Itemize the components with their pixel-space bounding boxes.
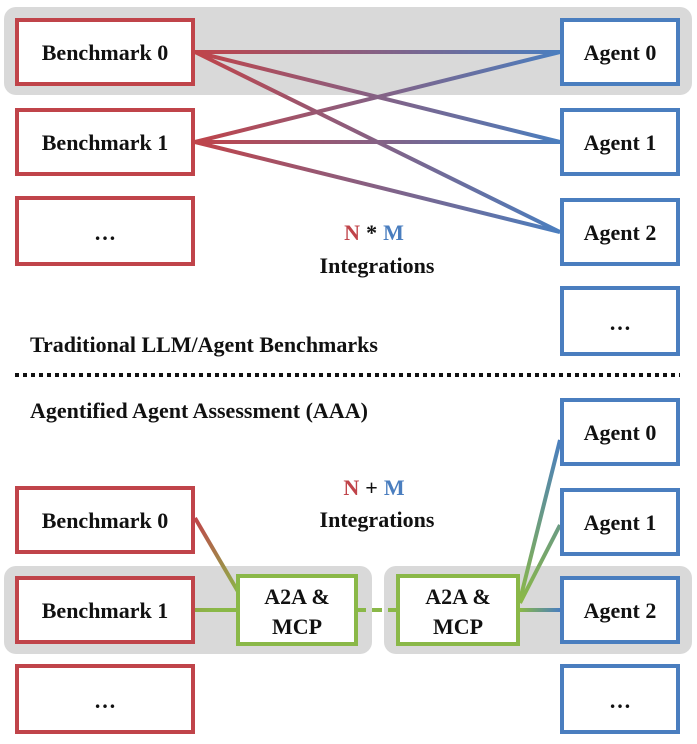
agent-label: Agent 0 <box>584 40 657 65</box>
traditional-integrations-label: Integrations <box>320 253 435 278</box>
count-operator: + <box>365 475 378 500</box>
protocol-label-line2: MCP <box>433 614 483 639</box>
benchmark-label: … <box>94 688 116 713</box>
aaa-benchmark-0: Benchmark 0 <box>15 486 195 554</box>
traditional-benchmark-1: Benchmark 1 <box>15 108 195 176</box>
aaa-integration-count: N+M <box>343 475 404 500</box>
aaa-integrations-label: Integrations <box>320 507 435 532</box>
connection-b0-protocol <box>193 516 242 597</box>
benchmark-label: Benchmark 1 <box>42 130 169 155</box>
protocol-box-right: A2A & MCP <box>396 574 520 646</box>
count-m: M <box>383 220 404 245</box>
agent-label: Agent 1 <box>584 130 657 155</box>
traditional-agent-1: Agent 1 <box>560 108 680 176</box>
aaa-agent-0: Agent 0 <box>560 398 680 466</box>
connection-b1-a0 <box>194 50 561 144</box>
count-n: N <box>343 475 359 500</box>
benchmark-label: Benchmark 0 <box>42 40 169 65</box>
connection-protocol-a1 <box>518 524 562 604</box>
benchmark-label: Benchmark 1 <box>42 598 169 623</box>
connection-b1-a2 <box>194 140 561 234</box>
traditional-agent-more: … <box>560 286 680 356</box>
agent-label: … <box>609 310 631 335</box>
protocol-label-line1: A2A & <box>264 584 329 609</box>
agent-label: Agent 2 <box>584 220 657 245</box>
aaa-section-title: Agentified Agent Assessment (AAA) <box>30 398 368 423</box>
protocol-label-line2: MCP <box>272 614 322 639</box>
traditional-benchmark-more: … <box>15 196 195 266</box>
aaa-connections <box>193 439 562 612</box>
aaa-agent-1: Agent 1 <box>560 488 680 556</box>
agent-label: Agent 0 <box>584 420 657 445</box>
agent-label: Agent 2 <box>584 598 657 623</box>
aaa-benchmark-1: Benchmark 1 <box>15 576 195 644</box>
traditional-agent-0: Agent 0 <box>560 18 680 86</box>
traditional-integration-count: N*M <box>344 220 404 245</box>
agent-label: … <box>609 688 631 713</box>
agent-label: Agent 1 <box>584 510 657 535</box>
benchmark-label: … <box>94 220 116 245</box>
traditional-connections <box>194 50 561 234</box>
connection-protocol-a0 <box>518 439 562 601</box>
traditional-section-title: Traditional LLM/Agent Benchmarks <box>30 332 378 357</box>
traditional-benchmark-0: Benchmark 0 <box>15 18 195 86</box>
aaa-agent-more: … <box>560 664 680 734</box>
benchmark-label: Benchmark 0 <box>42 508 169 533</box>
count-operator: * <box>366 220 377 245</box>
aaa-benchmark-more: … <box>15 664 195 734</box>
protocol-label-line1: A2A & <box>425 584 490 609</box>
aaa-agent-2: Agent 2 <box>560 576 680 644</box>
count-m: M <box>384 475 405 500</box>
traditional-agent-2: Agent 2 <box>560 198 680 266</box>
count-n: N <box>344 220 360 245</box>
protocol-box-left: A2A & MCP <box>236 574 358 646</box>
